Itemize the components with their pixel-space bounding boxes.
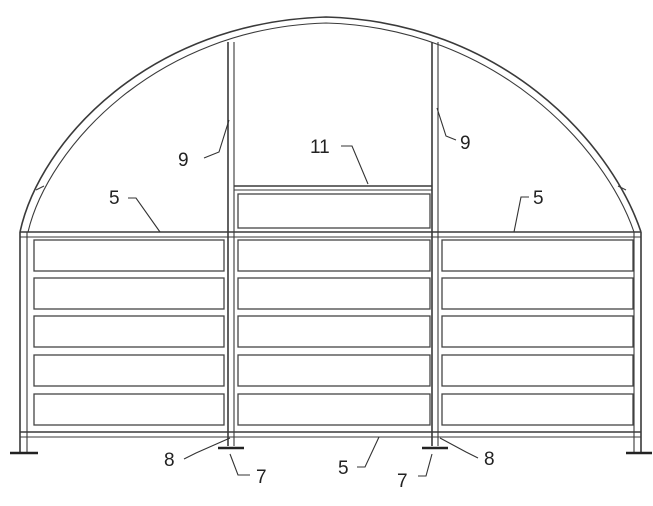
- label-crossbar: 11: [310, 137, 330, 158]
- panel-grid: [33, 193, 634, 426]
- panel: [237, 354, 431, 387]
- label-post-left: 9: [178, 150, 189, 171]
- panel: [237, 193, 431, 229]
- label-beam-left: 5: [109, 188, 120, 209]
- panel: [441, 315, 634, 348]
- label-joint-right: 8: [484, 449, 495, 470]
- label-beam-bottom: 5: [338, 458, 349, 479]
- leader-post-left: [203, 119, 230, 159]
- arch-inner: [27, 22, 635, 233]
- label-beam-right: 5: [533, 188, 544, 209]
- leader-beam-right: [513, 196, 529, 233]
- label-foot-left: 7: [256, 467, 267, 488]
- panel: [237, 315, 431, 348]
- panel: [33, 354, 225, 387]
- panel: [441, 277, 634, 310]
- arch-brace-right: [617, 185, 627, 191]
- leader-joint-right: [439, 437, 479, 459]
- panel: [33, 315, 225, 348]
- leader-joint-left: [183, 437, 231, 460]
- arch-outer: [19, 16, 642, 233]
- panel: [441, 393, 634, 426]
- leader-post-right: [436, 107, 457, 141]
- label-foot-right: 7: [397, 471, 408, 492]
- arch-brace-left: [35, 185, 45, 191]
- leader-foot-right: [418, 453, 433, 477]
- panel: [441, 239, 634, 272]
- label-post-right: 9: [460, 133, 471, 154]
- leader-beam-left: [128, 197, 161, 233]
- panel: [237, 393, 431, 426]
- leader-foot-left: [229, 453, 250, 476]
- panel: [33, 393, 225, 426]
- panel: [441, 354, 634, 387]
- panel: [237, 239, 431, 272]
- leader-crossbar: [341, 145, 369, 185]
- leader-beam-bottom: [357, 436, 380, 468]
- label-joint-left: 8: [164, 450, 175, 471]
- panel: [237, 277, 431, 310]
- panel: [33, 239, 225, 272]
- panel: [33, 277, 225, 310]
